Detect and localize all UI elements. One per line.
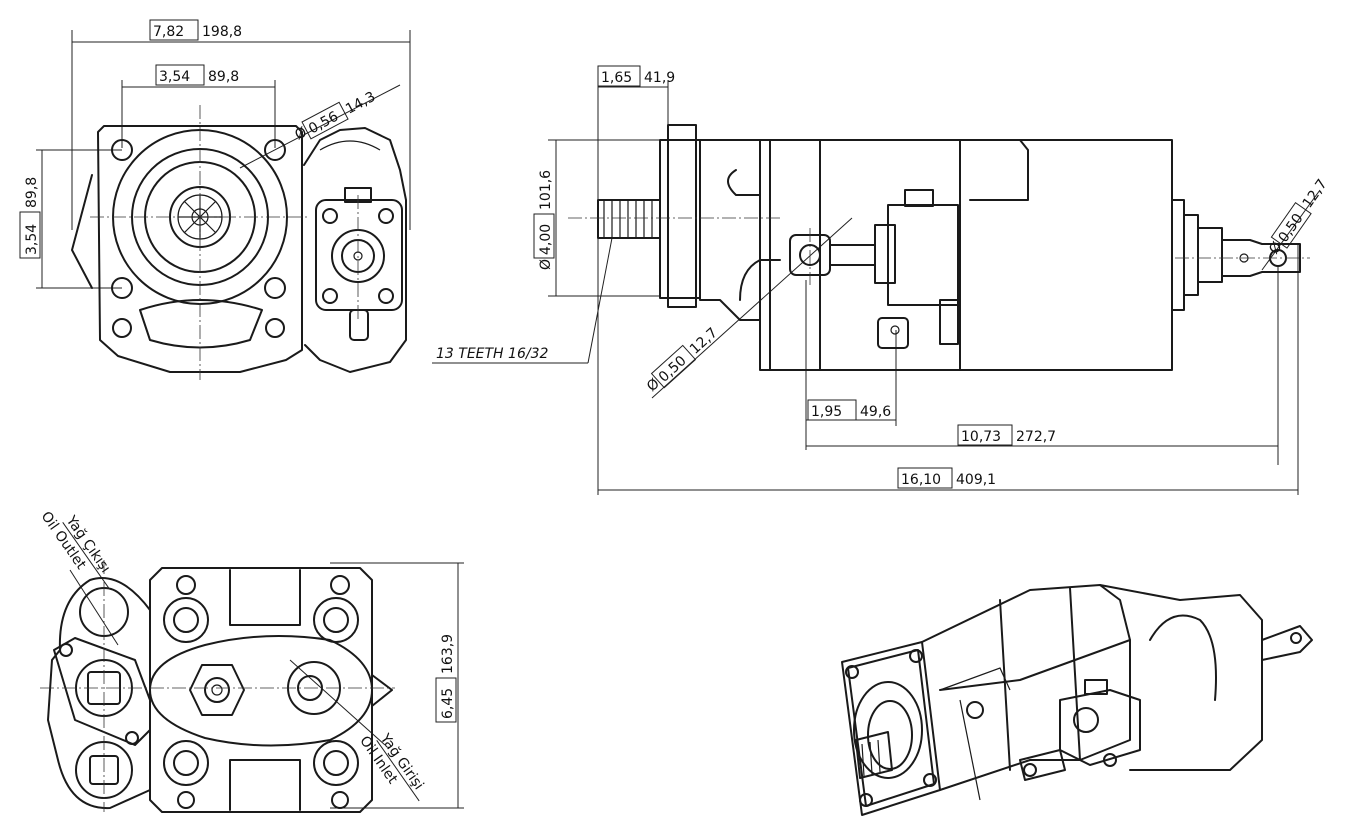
front-hole-diam-mm: 14,3	[343, 89, 378, 118]
side-offset-mm: 49,6	[860, 404, 891, 420]
side-mid-len-mm: 272,7	[1016, 429, 1056, 445]
front-view: 7,82 198,8 3,54 89,8 3,54 89,8 Ø 0,56 14…	[19, 19, 411, 380]
side-total-len-in: 16,10	[901, 472, 941, 488]
side-port-hole-in: 0,50	[656, 353, 690, 386]
side-view: 1,65 41,9 Ø 4,00 101,6 13 TEETH 16/32 Ø …	[432, 65, 1331, 495]
side-end-hole-in: 0,50	[1276, 211, 1307, 246]
side-flange-in: 1,65	[601, 70, 632, 86]
side-pilot-diameter-symbol: Ø	[538, 259, 554, 270]
side-pilot-diam-in: 4,00	[538, 224, 554, 255]
front-bolt-vert-in: 3,54	[24, 224, 40, 255]
side-pilot-diam-mm: 101,6	[538, 170, 554, 210]
front-bolt-vert-mm: 89,8	[24, 177, 40, 208]
front-width-mm: 198,8	[202, 24, 242, 40]
bottom-height-mm: 163,9	[440, 634, 456, 674]
bottom-height-in: 6,45	[440, 688, 456, 719]
isometric-view	[841, 584, 1313, 816]
side-end-hole-mm: 12,7	[1300, 176, 1331, 211]
side-port-hole-mm: 12,7	[687, 325, 721, 358]
side-flange-mm: 41,9	[644, 70, 675, 86]
side-total-len-mm: 409,1	[956, 472, 996, 488]
bottom-view: Yağ Çıkışı Oil Outlet Yağ Girişi Oil Inl…	[38, 509, 464, 813]
side-offset-in: 1,95	[811, 404, 842, 420]
front-width-in: 7,82	[153, 24, 184, 40]
front-bolt-span-mm: 89,8	[208, 69, 239, 85]
front-bolt-span-in: 3,54	[159, 69, 190, 85]
side-mid-len-in: 10,73	[961, 429, 1001, 445]
spline-note: 13 TEETH 16/32	[436, 346, 548, 362]
